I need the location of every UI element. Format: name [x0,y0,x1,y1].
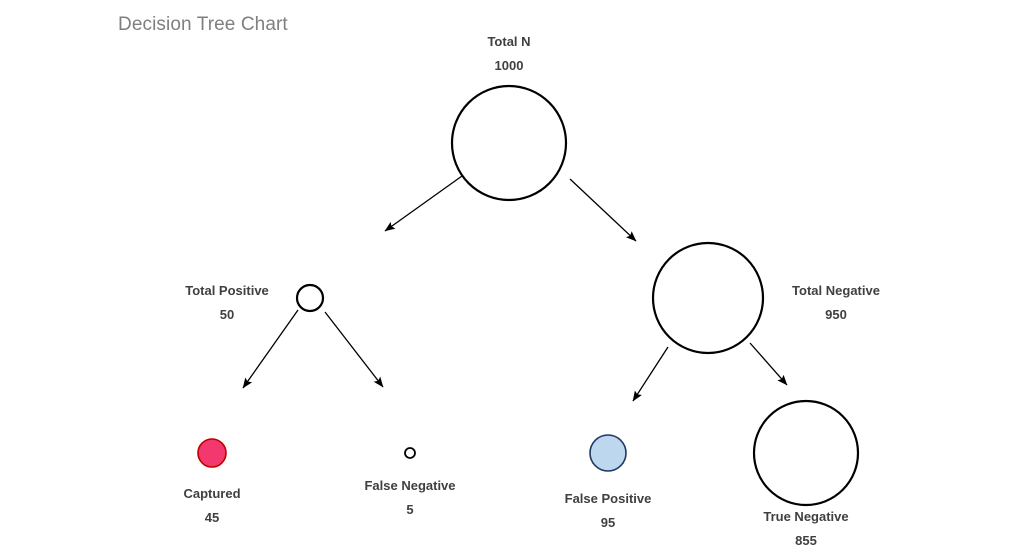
node-label-name-total-negative: Total Negative [792,283,880,298]
node-label-false-positive: False Positive 95 [565,487,652,535]
node-circle-false-positive[interactable] [589,434,627,472]
edge-positive-falsenegative-arrow [324,311,384,388]
node-circle-total-positive[interactable] [295,283,325,313]
node-circle-captured[interactable] [197,438,227,468]
edges-layer [242,175,788,402]
node-label-name-false-positive: False Positive [564,491,652,506]
node-label-total-negative: Total Negative 950 [792,279,880,327]
edge-negative-falsepositive-arrow [632,346,669,402]
node-label-name-total-positive: Total Positive [185,283,269,298]
chart-title: Decision Tree Chart [118,14,288,35]
nodes-layer [197,84,860,507]
node-circle-total-n[interactable] [450,84,568,202]
edge-root-negative-arrow [569,178,637,242]
edge-negative-truenegative-arrow [749,342,788,386]
node-circle-total-negative[interactable] [651,241,765,355]
node-label-value-captured: 45 [204,510,220,526]
node-label-value-true-negative: 855 [795,533,817,549]
node-label-value-false-positive: 95 [600,515,616,531]
node-label-total-positive: Total Positive 50 [185,279,269,327]
node-label-false-negative: False Negative 5 [364,474,455,522]
node-circle-false-negative[interactable] [404,447,416,459]
node-label-total-n: Total N 1000 [487,30,530,78]
node-label-true-negative: True Negative 855 [763,505,848,553]
node-label-name-captured: Captured [183,486,241,501]
node-label-name-total-n: Total N [487,34,531,49]
node-circle-true-negative[interactable] [752,399,860,507]
node-label-name-true-negative: True Negative [763,509,849,524]
node-label-value-total-negative: 950 [825,307,847,323]
node-label-value-total-positive: 50 [219,307,235,323]
node-label-captured: Captured 45 [183,482,240,530]
node-label-name-false-negative: False Negative [364,478,456,493]
edge-root-positive-arrow [384,175,463,232]
node-label-value-total-n: 1000 [494,58,524,74]
edge-positive-captured-arrow [242,309,299,389]
node-label-value-false-negative: 5 [406,502,414,518]
